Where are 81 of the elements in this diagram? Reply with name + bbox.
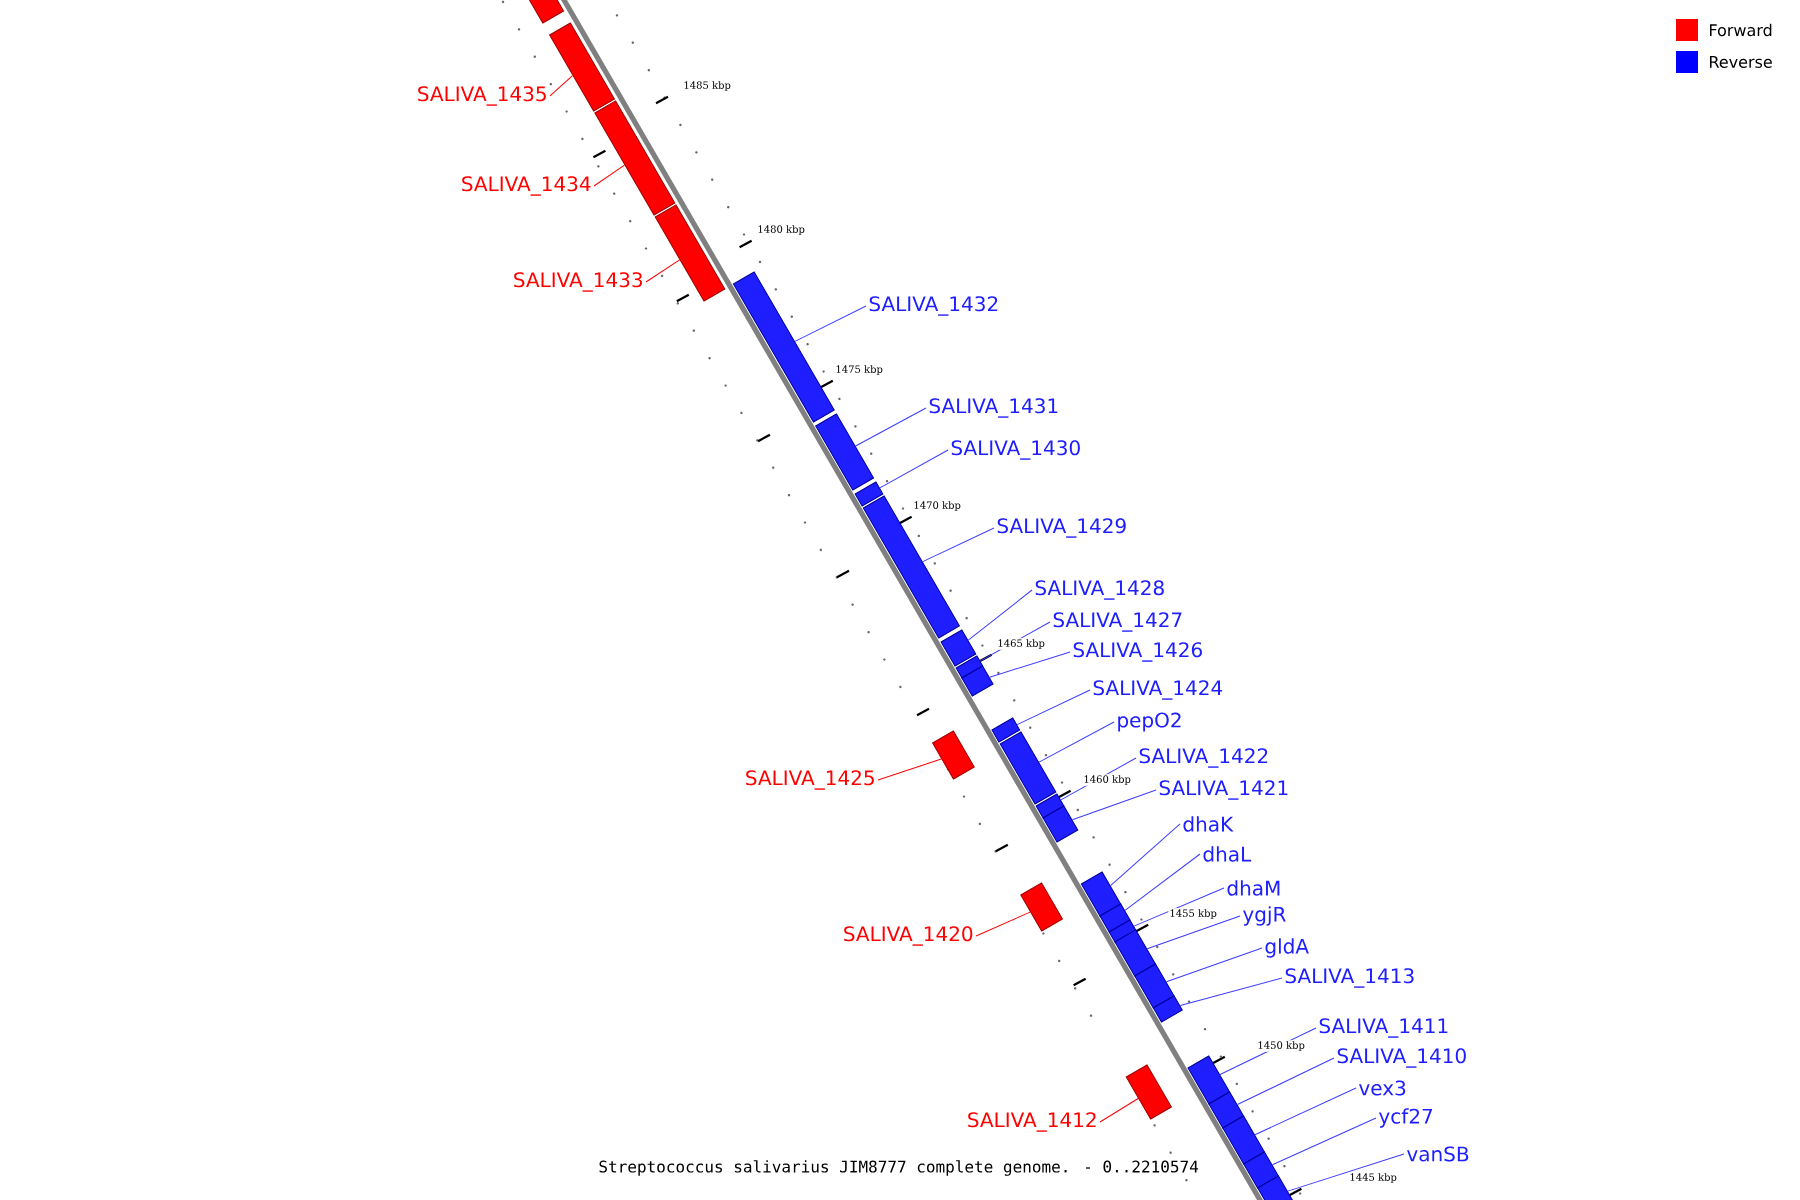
leader-line — [549, 75, 574, 97]
leader-line — [1237, 1057, 1335, 1106]
gene-bar — [815, 413, 875, 491]
legend-label: Forward — [1710, 23, 1772, 37]
leader-line — [1146, 915, 1241, 950]
gene-label: dhaK — [1183, 816, 1234, 832]
legend-label: Reverse — [1710, 56, 1772, 68]
gene-label: SALIVA_1428 — [1035, 580, 1164, 600]
gene-bar — [1208, 1091, 1245, 1129]
gene-label: SALIVA_1425 — [746, 770, 874, 790]
gene-label: dhaL — [1203, 846, 1252, 862]
leader-line — [989, 651, 1071, 678]
gene-label: vex3 — [1359, 1080, 1406, 1096]
gene-bar — [1187, 1055, 1231, 1105]
leader-line — [1016, 689, 1091, 726]
leader-line — [1254, 1087, 1357, 1136]
gene-bar — [854, 481, 884, 507]
leader-line — [855, 407, 927, 447]
leader-line — [593, 164, 625, 187]
gene-label: SALIVA_1411 — [1319, 1018, 1448, 1038]
gene-bar — [955, 655, 984, 679]
gene-bar — [1222, 1115, 1265, 1165]
caption: Streptococcus salivarius JIM8777 complete genome. - 0..2210574 — [596, 1158, 1201, 1178]
gene-bar — [528, 0, 565, 24]
gene-bar — [999, 731, 1057, 805]
leader-line — [1271, 1117, 1377, 1166]
gene-label: SALIVA_1433 — [514, 272, 642, 292]
leader-line — [922, 527, 995, 563]
gene-bar — [732, 271, 835, 423]
gene-label: SALIVA_1426 — [1073, 642, 1202, 662]
gene-label: SALIVA_1422 — [1139, 748, 1268, 768]
gene-bar — [1099, 903, 1131, 933]
leader-line — [1179, 977, 1283, 1007]
leader-line — [1071, 789, 1157, 821]
gene-label: SALIVA_1434 — [462, 176, 591, 196]
gene-bar — [932, 730, 975, 780]
leader-line — [1038, 721, 1115, 763]
leader-line — [1165, 947, 1263, 983]
leader-line — [1099, 1098, 1139, 1123]
gene-label: SALIVA_1429 — [997, 518, 1126, 538]
gene-label: pepO2 — [1118, 712, 1181, 732]
gene-label: SALIVA_1424 — [1093, 680, 1223, 700]
gene-label: SALIVA_1421 — [1159, 780, 1288, 800]
leader-line — [975, 911, 1031, 937]
leader-line — [794, 305, 867, 342]
gene-label: SALIVA_1432 — [869, 296, 998, 316]
gene-bar — [862, 495, 960, 639]
gene-bar — [1257, 1175, 1294, 1200]
leader-line — [877, 758, 942, 781]
gene-label: SALIVA_1431 — [929, 398, 1058, 418]
leader-line — [1124, 853, 1201, 911]
gene-bar — [1042, 805, 1079, 843]
leader-line — [1110, 823, 1181, 887]
gene-bar — [1152, 995, 1183, 1023]
gene-bar — [1243, 1151, 1279, 1189]
gene-bar — [1020, 882, 1063, 932]
gene-label: dhaM — [1227, 880, 1280, 896]
gene-bar — [1125, 1064, 1172, 1120]
gene-label: SALIVA_1427 — [1053, 612, 1182, 632]
gene-bar — [654, 204, 726, 302]
gene-bar — [1108, 919, 1137, 943]
leader-line — [645, 259, 681, 283]
leader-line — [1133, 887, 1225, 927]
gene-label: ycf27 — [1379, 1108, 1432, 1128]
gene-bar — [549, 22, 615, 112]
leader-line — [879, 449, 949, 489]
gene-label: SALIVA_1413 — [1285, 968, 1414, 988]
gene-label: SALIVA_1410 — [1337, 1048, 1466, 1068]
gene-label: vanSB — [1407, 1146, 1469, 1162]
gene-bar — [961, 665, 994, 697]
leader-line — [1287, 1153, 1405, 1192]
gene-bar — [1035, 793, 1065, 819]
gene-label: SALIVA_1412 — [968, 1112, 1096, 1132]
leader-line — [967, 589, 1033, 641]
gene-label: ygjR — [1243, 906, 1286, 926]
gene-label: SALIVA_1420 — [844, 926, 973, 946]
gene-bar — [991, 717, 1021, 743]
gene-label: SALIVA_1435 — [418, 86, 546, 106]
gene-label: gldA — [1265, 938, 1309, 958]
gene-label: SALIVA_1430 — [951, 440, 1080, 460]
gene-bar — [594, 100, 676, 216]
